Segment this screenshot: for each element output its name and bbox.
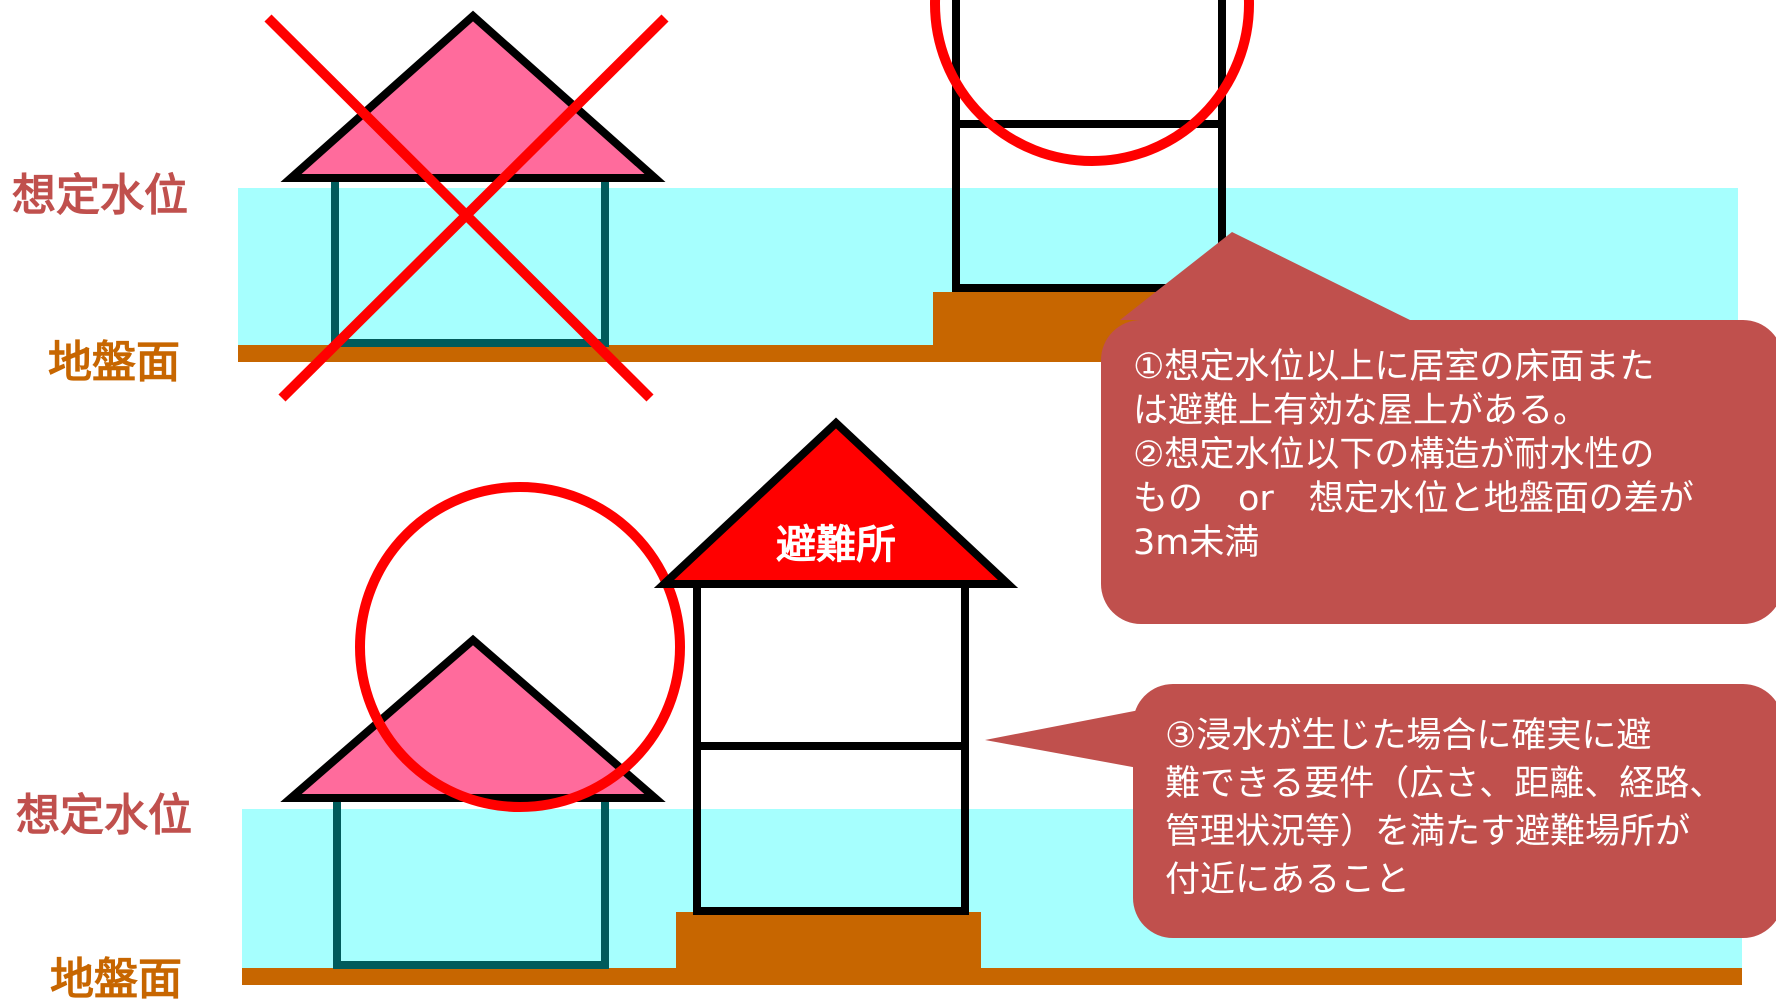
bottom-water-level-label: 想定水位	[16, 790, 192, 841]
callout-line: ①想定水位以上に居室の床面また	[1133, 347, 1655, 387]
bottom-callout	[985, 684, 1776, 938]
shelter-label: 避難所	[776, 522, 896, 568]
bottom-callout-text: ③浸水が生じた場合に確実に避 難できる要件（広さ、距離、経路、 管理状況等）を満…	[1165, 712, 1724, 904]
callout-line: 管理状況等）を満たす避難場所が	[1165, 812, 1691, 852]
callout-line: ②想定水位以下の構造が耐水性の	[1133, 435, 1655, 475]
top-circle-mark	[930, 0, 1254, 166]
bottom-ground-label: 地盤面	[50, 954, 182, 1001]
callout-line: 付近にあること	[1165, 860, 1411, 900]
callout-line: 3m未満	[1133, 523, 1260, 563]
bottom-circle-mark	[355, 482, 685, 812]
cross-mark	[264, 14, 669, 402]
callout-line: ③浸水が生じた場合に確実に避	[1165, 716, 1652, 756]
callout-line: は避難上有効な屋上がある。	[1133, 391, 1589, 431]
bottom-ground-strip	[242, 968, 1742, 985]
callout-line: 難できる要件（広さ、距離、経路、	[1165, 764, 1725, 804]
callout-line: もの or 想定水位と地盤面の差が	[1133, 479, 1694, 519]
top-ground-label: 地盤面	[48, 337, 180, 388]
top-callout-text: ①想定水位以上に居室の床面また は避難上有効な屋上がある。 ②想定水位以下の構造…	[1133, 345, 1694, 565]
top-water-level-label: 想定水位	[12, 170, 188, 221]
shelter-building	[653, 417, 1019, 915]
top-callout	[1101, 232, 1776, 624]
bottom-shelter-foundation	[676, 912, 981, 976]
